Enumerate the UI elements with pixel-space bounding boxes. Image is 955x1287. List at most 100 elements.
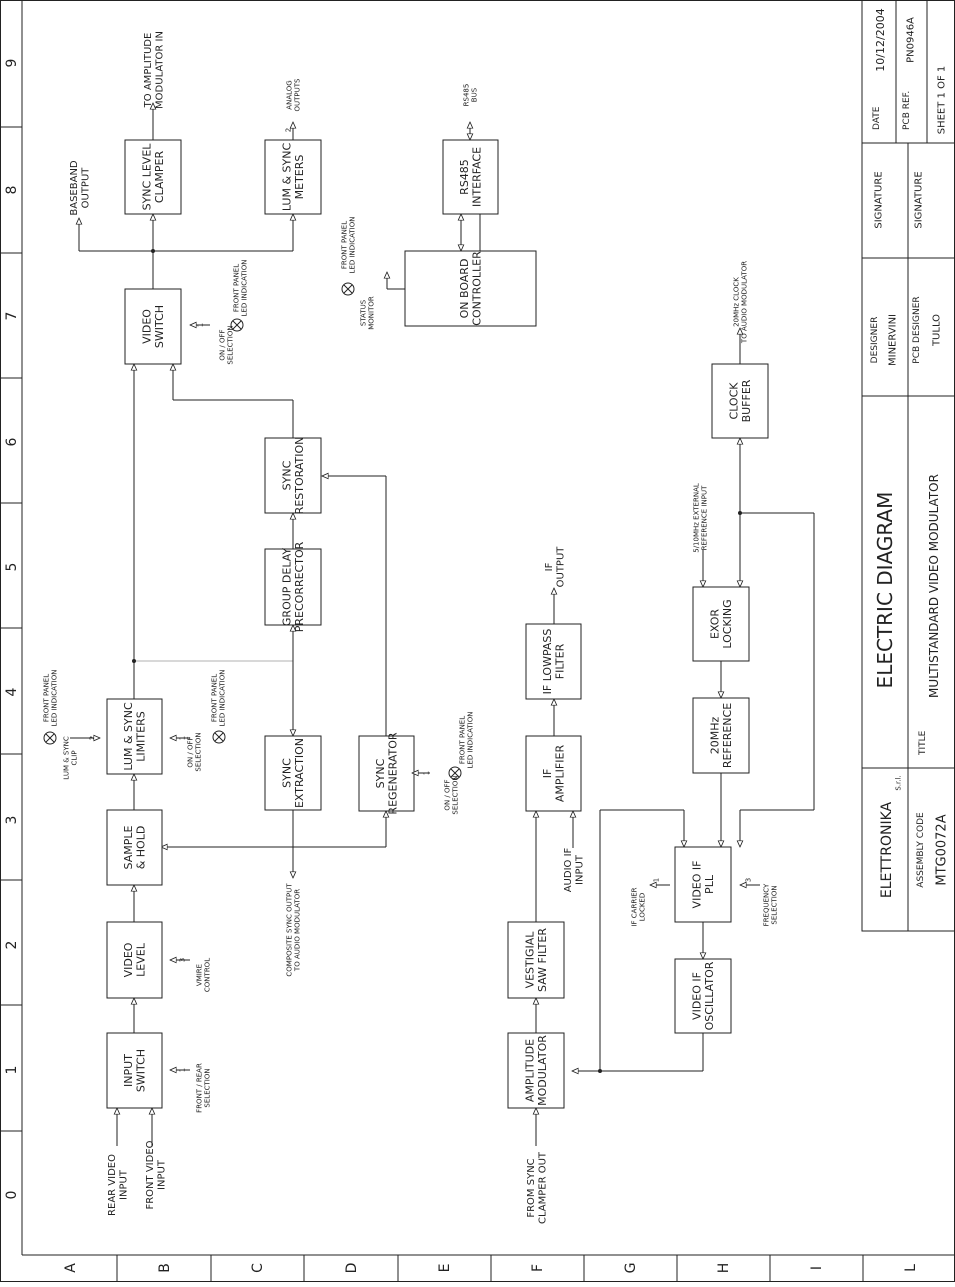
sheet-number: SHEET 1 OF 1 <box>937 66 948 135</box>
label-front-panel-led-line: FRONT PANEL <box>458 716 466 764</box>
label-front-panel-led-line: LED INDICATION <box>466 712 474 769</box>
pin-number: 1 <box>652 878 660 882</box>
block-label-line: SYNC LEVEL <box>141 143 154 211</box>
block-label-line: LIMITERS <box>135 711 148 761</box>
company-logo-suffix-text: S.r.l. <box>894 775 902 790</box>
grid-row-label-text: H <box>716 1263 732 1274</box>
label-analog-outputs-line: ANALOG <box>285 80 293 109</box>
grid-column-label: 3 <box>4 816 20 825</box>
grid-row-label-text: A <box>63 1263 79 1273</box>
label-front-rear-selection-line: SELECTION <box>203 1068 211 1107</box>
block-label-line: & HOLD <box>135 826 148 870</box>
grid-column-label-text: 2 <box>4 941 20 950</box>
block-label-line: MODULATOR <box>536 1035 549 1106</box>
label-rs485-bus-line: BUS <box>470 87 478 102</box>
label-baseband-output-line: OUTPUT <box>80 167 91 209</box>
block-label-line: RS485 <box>458 159 471 195</box>
grid-row-label-text: E <box>437 1264 453 1273</box>
block-label-line: LUM & SYNC <box>281 143 294 212</box>
block-label-line: METERS <box>293 155 306 200</box>
date-value: 10/12/2004 <box>874 8 887 71</box>
block-label-line: GROUP DELAY <box>281 548 294 626</box>
label-clock-20mhz-line: 20MHz CLOCK <box>732 277 740 327</box>
label-status-monitor-line: MONITOR <box>367 296 375 330</box>
label-front-panel-led-line: LED INDICATION <box>348 217 356 274</box>
pin-number: 3 <box>744 878 752 882</box>
pcb-ref-value-text: PN0946A <box>906 17 917 63</box>
label-rear-video-input-line: REAR VIDEO <box>107 1154 118 1216</box>
signature-label: SIGNATURE <box>874 171 885 228</box>
label-front-panel-led-line: LED INDICATION <box>218 670 226 727</box>
signature-label: SIGNATURE <box>914 171 925 228</box>
pin-number-text: 3 <box>744 878 752 882</box>
grid-row-label: A <box>63 1263 79 1273</box>
label-composite-sync-output-line: TO AUDIO MODULATOR <box>293 889 301 972</box>
grid-row-label: H <box>716 1263 732 1274</box>
label-audio-if-input-line: AUDIO IF <box>563 847 574 892</box>
grid-column-label: 2 <box>4 941 20 950</box>
block-label-line: REGENERATOR <box>387 732 400 814</box>
label-status-monitor-line: STATUS <box>359 299 367 326</box>
block-label-line: SYNC <box>281 460 294 490</box>
label-external-reference-line: 5/10MHz EXTERNAL <box>692 483 700 553</box>
block-label-line: INPUT <box>122 1054 135 1087</box>
grid-column-label: 0 <box>4 1191 20 1200</box>
block-label-line: IF LOWPASS <box>541 629 554 695</box>
grid-row-label: F <box>530 1264 546 1272</box>
diagram-title: ELECTRIC DIAGRAM <box>873 492 897 689</box>
block-label-line: PRECORRECTOR <box>293 541 306 632</box>
company-logo-text: ELETTRONIKA <box>879 801 895 898</box>
pcb-designer-name: TULLO <box>932 314 943 347</box>
label-if-output-line: OUTPUT <box>555 546 566 588</box>
label-to-amplitude-modulator-line: TO AMPLITUDE <box>143 33 154 109</box>
pcb-ref-label-text: PCB REF. <box>902 91 912 130</box>
grid-column-label: 1 <box>4 1066 20 1075</box>
assembly-code-label: ASSEMBLY CODE <box>916 812 926 888</box>
label-baseband-output-line: BASEBAND <box>69 160 80 216</box>
block-label-line: LEVEL <box>135 942 148 977</box>
block-label-line: AMPLIFIER <box>554 745 567 803</box>
grid-row-label: E <box>437 1264 453 1273</box>
block-label-line: EXTRACTION <box>293 738 306 808</box>
grid-column-label-text: 3 <box>4 816 20 825</box>
signature-label-text: SIGNATURE <box>914 171 925 228</box>
block-label-line: SAMPLE <box>122 825 135 869</box>
label-external-reference-line: REFERENCE INPUT <box>700 485 708 550</box>
grid-row-label: D <box>344 1263 360 1274</box>
block-label-line: VIDEO <box>141 309 154 344</box>
block-label-line: SWITCH <box>153 305 166 348</box>
designer-label: DESIGNER <box>870 317 880 364</box>
assembly-code-label-text: ASSEMBLY CODE <box>916 812 926 888</box>
label-on-off-selection-line: ON / OFF <box>218 329 226 360</box>
label-lum-sync-clip-line: CLIP <box>70 750 78 765</box>
block-label-line: OSCILLATOR <box>703 961 716 1030</box>
